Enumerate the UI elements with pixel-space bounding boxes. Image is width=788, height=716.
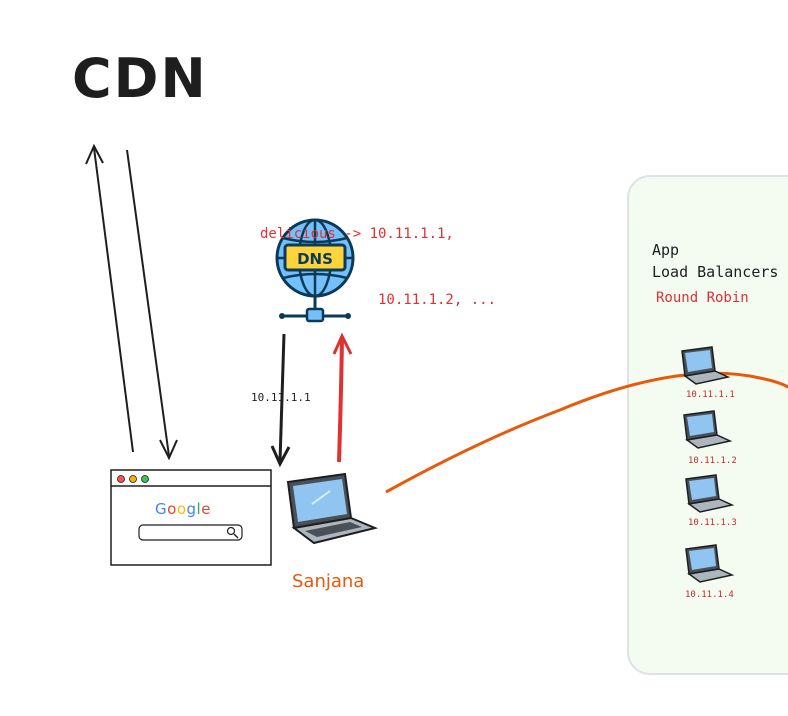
google-logo: Google — [155, 500, 211, 518]
cdn-response-arrow — [126, 149, 178, 461]
returned-ip-label: 10.11.1.1 — [251, 391, 311, 404]
server-ip-label: 10.11.1.4 — [685, 590, 734, 600]
logo-letter: o — [167, 500, 177, 518]
browser-search-box — [138, 524, 243, 541]
user-name-label: Sanjana — [292, 571, 365, 592]
panel-title-line: App — [652, 241, 680, 259]
dns-request-arrow — [332, 332, 353, 463]
server-ip-label: 10.11.1.3 — [688, 518, 737, 528]
logo-letter: o — [176, 500, 187, 518]
logo-letter: l — [196, 500, 202, 518]
dns-record-line: 10.11.1.2, ... — [378, 292, 497, 308]
close-dot-icon — [117, 475, 125, 483]
maximize-dot-icon — [141, 475, 149, 483]
dns-server-icon: DNS — [275, 218, 355, 323]
server-laptop-icon — [685, 474, 735, 513]
server-ip-label: 10.11.1.2 — [688, 456, 737, 466]
panel-title-line: Load Balancers — [652, 263, 779, 281]
server-laptop-icon — [681, 346, 731, 385]
logo-letter: e — [201, 500, 211, 518]
traffic-curve — [385, 371, 788, 494]
cdn-request-arrow — [85, 143, 134, 453]
balancing-strategy-label: Round Robin — [656, 290, 749, 306]
search-icon — [226, 526, 239, 539]
minimize-dot-icon — [129, 475, 137, 483]
dns-record-line: delicious -> 10.11.1.1, — [260, 226, 454, 242]
server-ip-label: 10.11.1.1 — [686, 390, 735, 400]
server-laptop-icon — [685, 544, 735, 583]
logo-letter: g — [186, 500, 197, 518]
user-laptop-icon — [286, 472, 379, 545]
dns-record-mapping: delicious -> 10.11.1.1, 10.11.1.2, ... — [260, 179, 496, 333]
server-laptop-icon — [683, 410, 733, 449]
logo-letter: G — [155, 500, 168, 518]
browser-window — [110, 469, 272, 566]
dns-badge-label: DNS — [297, 250, 333, 268]
dns-response-arrow — [270, 333, 291, 468]
cdn-title: CDN — [72, 47, 208, 110]
